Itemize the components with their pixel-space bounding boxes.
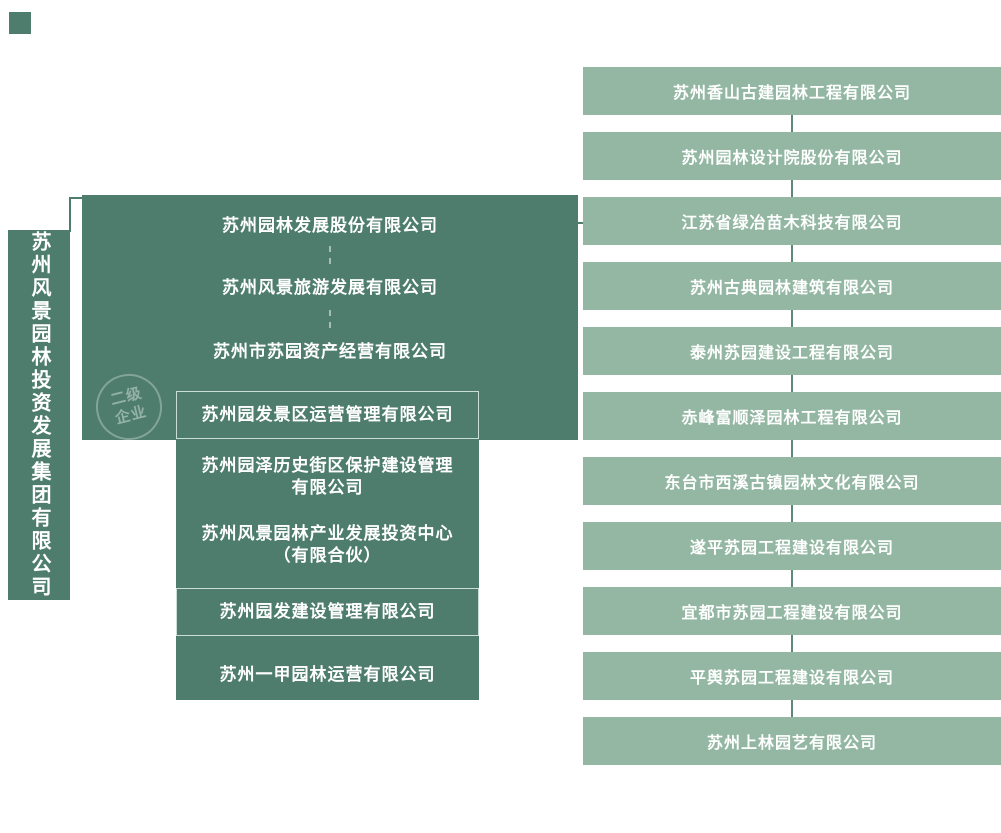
secondary-subsidiaries-block [176,440,479,700]
org-node: 苏州园林设计院股份有限公司 [583,132,1001,180]
org-node: 平舆苏园工程建设有限公司 [583,652,1001,700]
root-company-box: 苏州风景园林投资发展集团有限公司 [8,230,70,600]
logo-mark [9,12,31,34]
org-node: 苏州香山古建园林工程有限公司 [583,67,1001,115]
org-node: 江苏省绿冶苗木科技有限公司 [583,197,1001,245]
connector-root-vertical [69,197,71,232]
org-node: 苏州园泽历史街区保护建设管理 有限公司 [201,456,454,497]
org-node: 苏州市苏园资产经营有限公司 [213,342,447,361]
connector-middle-to-right [578,222,583,224]
org-node: 赤峰富顺泽园林工程有限公司 [583,392,1001,440]
connector-dashed [329,310,331,328]
org-node: 苏州一甲园林运营有限公司 [219,665,436,684]
connector-root-horizontal [69,197,84,199]
org-node: 苏州古典园林建筑有限公司 [583,262,1001,310]
org-node: 苏州风景园林产业发展投资中心 （有限合伙） [201,524,454,565]
root-company-label: 苏州风景园林投资发展集团有限公司 [28,231,50,599]
org-node: 苏州风景旅游发展有限公司 [222,278,438,297]
org-node: 宜都市苏园工程建设有限公司 [583,587,1001,635]
org-node: 遂平苏园工程建设有限公司 [583,522,1001,570]
connector-dashed [329,246,331,264]
org-node: 苏州园林发展股份有限公司 [222,216,438,235]
right-subsidiaries-column: 苏州香山古建园林工程有限公司 苏州园林设计院股份有限公司 江苏省绿冶苗木科技有限… [583,67,1001,765]
org-node-highlighted: 苏州园发景区运营管理有限公司 [176,391,479,439]
org-node: 东台市西溪古镇园林文化有限公司 [583,457,1001,505]
org-node-highlighted: 苏州园发建设管理有限公司 [176,588,479,636]
org-node: 泰州苏园建设工程有限公司 [583,327,1001,375]
org-node: 苏州上林园艺有限公司 [583,717,1001,765]
